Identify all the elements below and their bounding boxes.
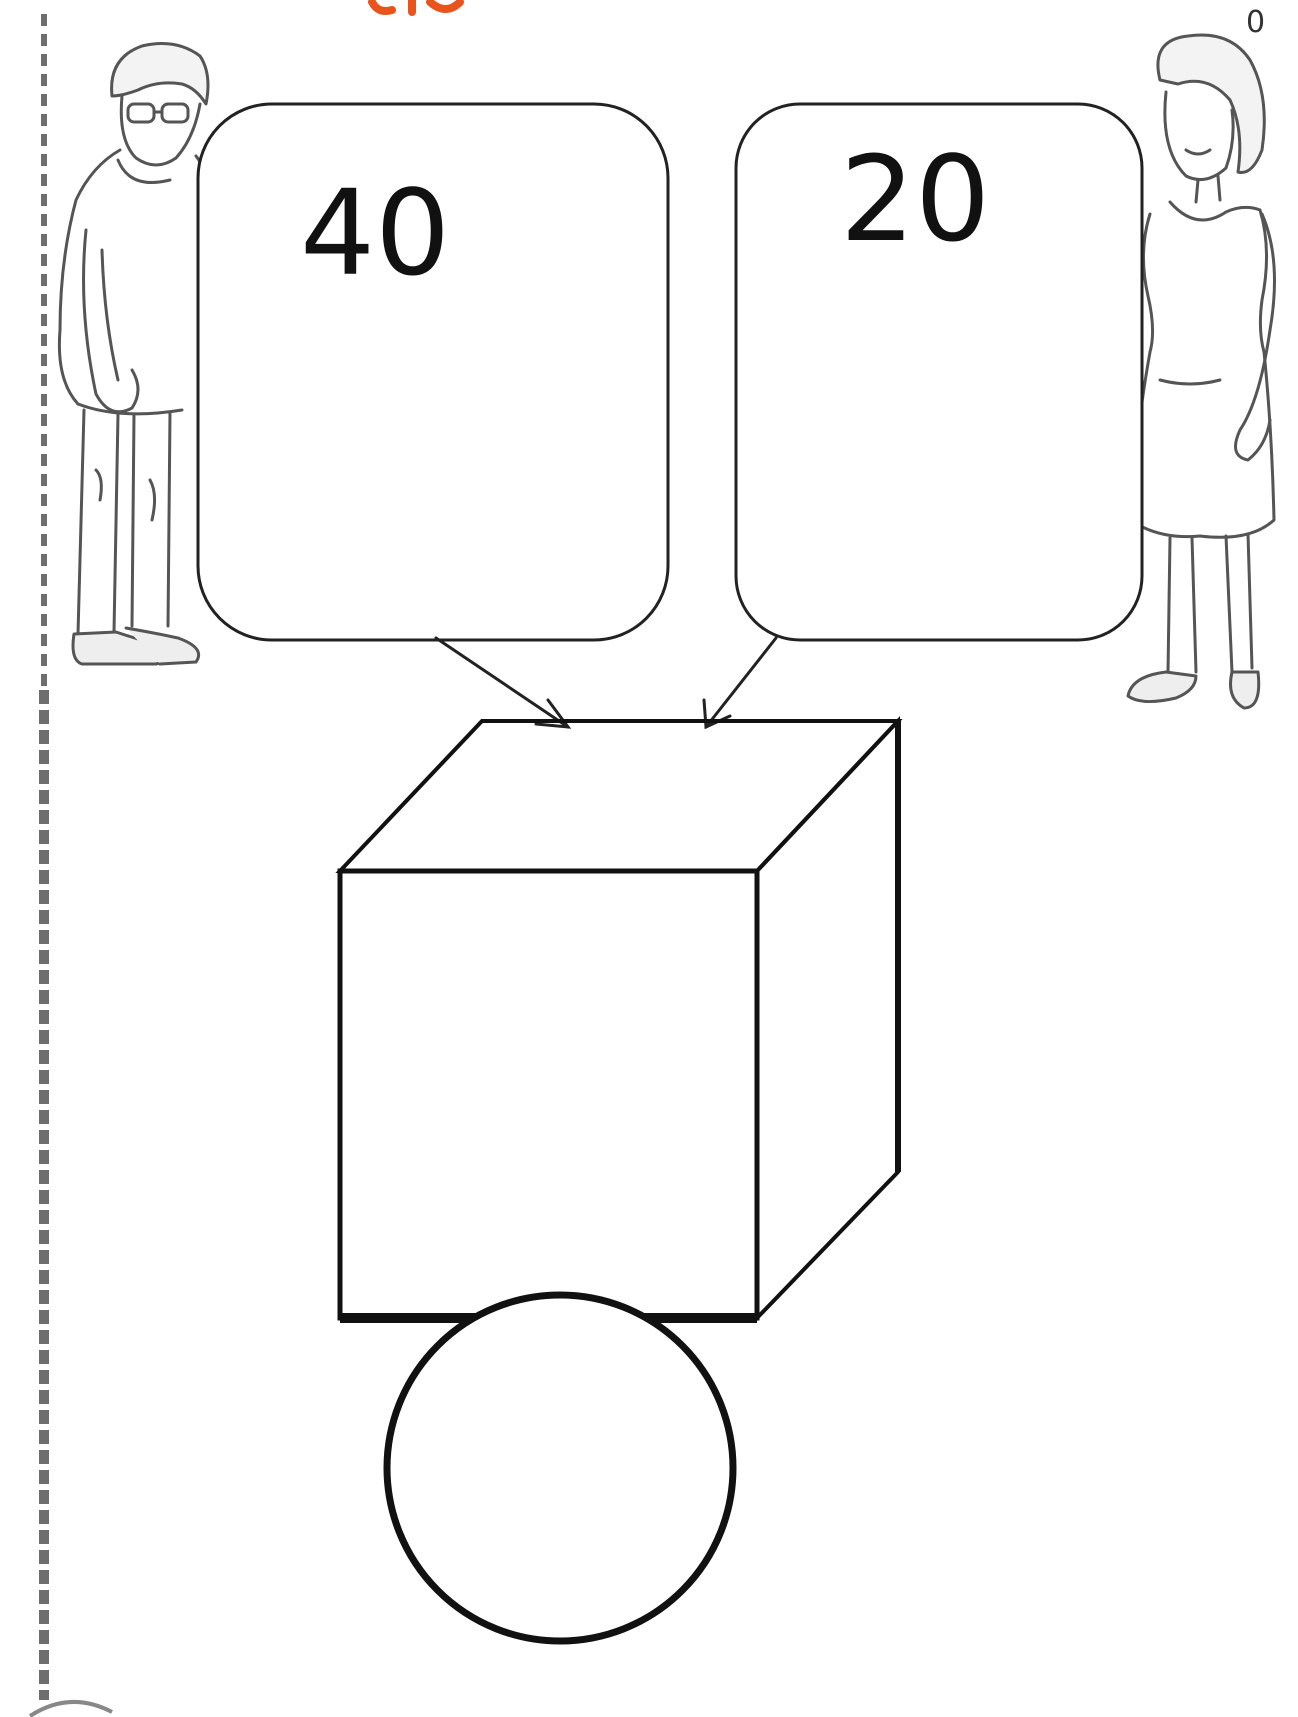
cube — [335, 715, 903, 1323]
right-bubble-value: 20 — [840, 130, 990, 268]
cube-right-face — [755, 715, 900, 1323]
circle-shape — [383, 1291, 737, 1645]
left-arrow — [434, 636, 572, 729]
corner-mark: 0 — [1246, 5, 1265, 40]
left-bubble-value: 40 — [300, 164, 450, 302]
cube-top-face — [335, 719, 903, 873]
right-speech-bubble — [734, 102, 1144, 642]
heading-fragment — [368, 0, 464, 16]
left-speech-bubble — [196, 102, 670, 642]
cube-front-face — [337, 868, 760, 1321]
bottom-left-arc — [28, 1700, 113, 1717]
boy-figure — [57, 42, 210, 666]
right-arrow — [702, 636, 778, 730]
girl-figure — [1126, 33, 1276, 710]
